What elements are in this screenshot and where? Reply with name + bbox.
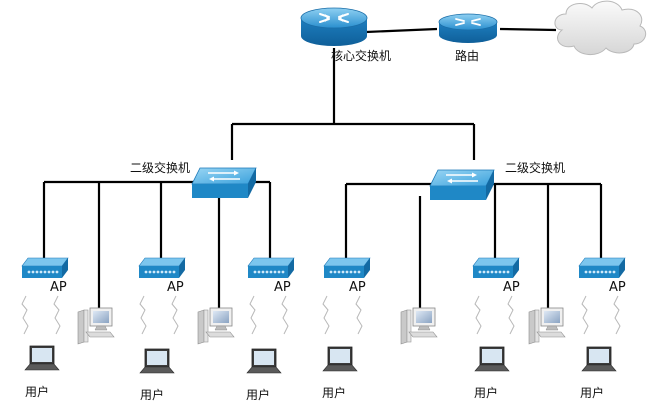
access-point: AP — [247, 257, 295, 295]
router: 路由 — [438, 13, 498, 63]
router-label: 路由 — [455, 48, 479, 63]
user-label: 用户 — [322, 385, 346, 400]
router-icon — [438, 13, 498, 44]
user-laptop: 用户 — [474, 346, 510, 400]
access-point-label: AP — [503, 280, 520, 295]
laptop-icon — [322, 346, 358, 372]
access-point: AP — [472, 257, 520, 295]
desktop-pc-icon — [400, 307, 438, 345]
secondary-switch-right: 二级交换机 — [429, 160, 565, 201]
access-point-icon — [578, 257, 626, 279]
wireless-signal-icon — [474, 295, 482, 335]
user-laptop: 用户 — [139, 348, 175, 402]
access-point-label: AP — [167, 280, 184, 295]
user-laptop: 用户 — [580, 346, 617, 400]
laptop-icon — [474, 346, 510, 372]
user-label: 用户 — [580, 385, 604, 400]
access-point-icon — [138, 257, 186, 279]
wireless-signal-icon — [249, 295, 257, 335]
laptop-icon — [139, 348, 175, 374]
user-label: 用户 — [25, 384, 49, 399]
access-point-icon — [323, 257, 371, 279]
access-point-icon — [247, 257, 295, 279]
access-point: AP — [138, 257, 186, 295]
user-laptop: 用户 — [246, 348, 282, 402]
access-point-icon — [472, 257, 520, 279]
wireless-signal-icon — [581, 295, 589, 335]
desktop-pc-icon — [77, 307, 115, 345]
wireless-signal-icon — [322, 295, 330, 335]
wireless-signal-icon — [53, 295, 61, 335]
access-point: AP — [21, 257, 69, 295]
network-links — [42, 27, 603, 315]
desktop-computers — [77, 307, 566, 345]
secondary-switch-left: 二级交换机 — [130, 160, 257, 199]
user-laptop: 用户 — [322, 346, 358, 400]
access-point-label: AP — [274, 280, 291, 295]
access-point: AP — [323, 257, 371, 295]
secondary-switch-left-label: 二级交换机 — [130, 160, 190, 175]
secondary-switch-right-label: 二级交换机 — [505, 160, 565, 175]
core-switch-label: 核心交换机 — [331, 48, 391, 63]
switch-icon — [429, 169, 495, 201]
internet-cloud-icon — [554, 0, 647, 55]
wireless-signal-icon — [355, 295, 363, 335]
user-laptop: 用户 — [24, 345, 60, 399]
desktop-pc-icon — [197, 307, 235, 345]
access-point-icon — [21, 257, 69, 279]
user-label: 用户 — [140, 387, 164, 402]
access-point-label: AP — [609, 280, 626, 295]
wireless-signal-icon — [21, 295, 29, 335]
user-label: 用户 — [246, 387, 270, 402]
desktop-pc-icon — [528, 307, 566, 345]
core-switch: 核心交换机 — [300, 7, 391, 63]
switch-icon — [191, 167, 257, 199]
access-point-label: AP — [349, 280, 366, 295]
wireless-signal-icon — [613, 295, 621, 335]
laptop-icon — [246, 348, 282, 374]
access-point: AP — [578, 257, 626, 295]
wireless-signal-icon — [507, 295, 515, 335]
user-label: 用户 — [474, 385, 498, 400]
wireless-signal-icon — [139, 295, 147, 335]
wireless-signal-icon — [281, 295, 289, 335]
wireless-signal-icon — [171, 295, 179, 335]
access-point-label: AP — [50, 280, 67, 295]
router-icon — [300, 7, 368, 47]
laptop-icon — [24, 345, 60, 371]
laptop-icon — [581, 346, 617, 372]
